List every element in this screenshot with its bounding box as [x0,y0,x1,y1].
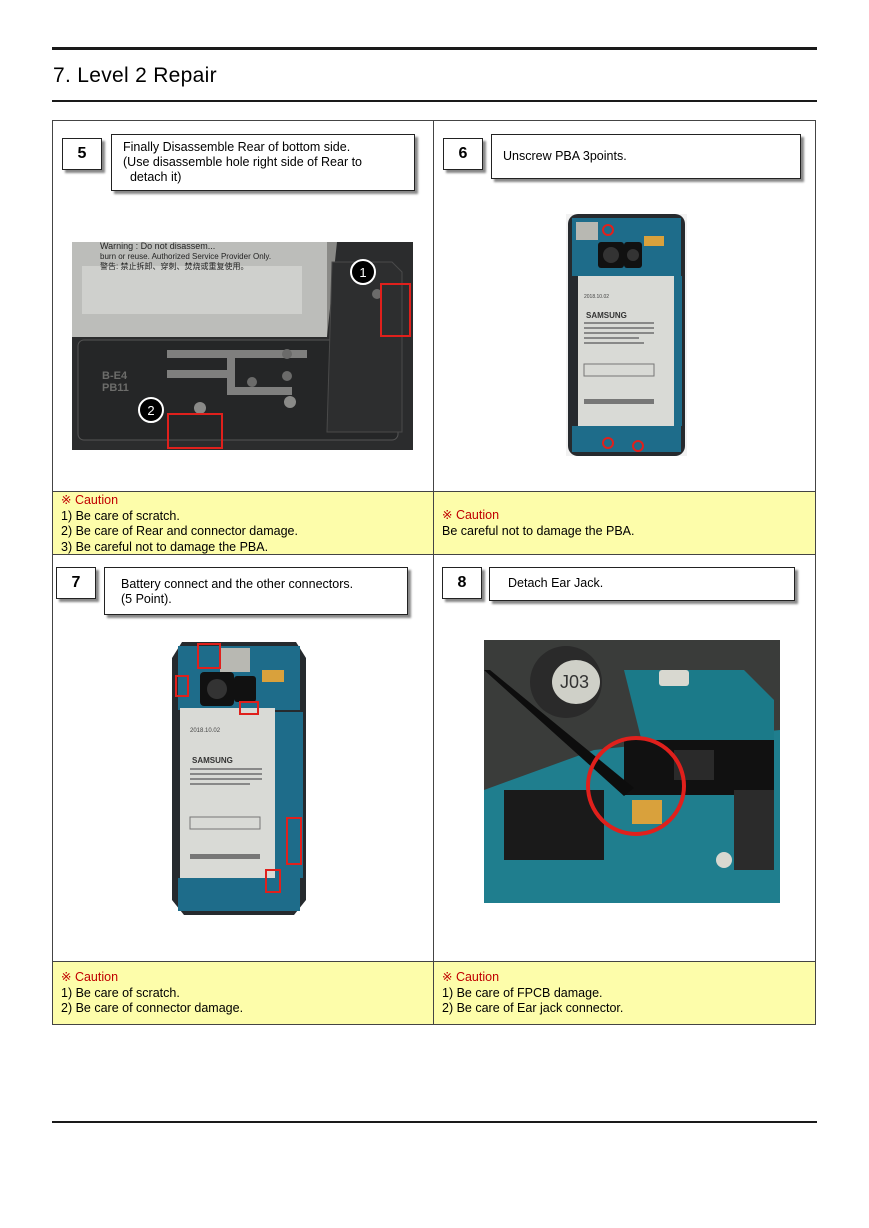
photo-label-text: B-E4 [102,370,128,382]
step-8-photo: J03 [484,640,780,903]
table-row-divider-1 [52,491,816,492]
photo-warning-text: Warning : Do not disassem... [100,242,215,251]
caution-line: 1) Be care of scratch. [61,508,180,523]
instruction-line: Detach Ear Jack. [508,576,604,590]
instruction-line: detach it) [123,170,182,184]
caution-line: 2) Be care of Ear jack connector. [442,1001,624,1015]
svg-text:2018.10.02: 2018.10.02 [190,728,221,734]
callout-1-marker: 1 [359,265,366,280]
caution-line: 1) Be care of scratch. [61,985,180,1000]
step-7-photo: 2018.10.02 SAMSUNG [170,642,308,915]
caution-title: ※ Caution [61,493,119,507]
repair-steps-table [52,120,816,1025]
step-number-8: 8 [442,567,482,599]
step-6-instruction: Unscrew PBA 3points. [491,134,801,179]
step-7-instruction: Battery connect and the other connectors… [104,567,408,615]
callout-2-marker: 2 [147,403,154,418]
footer-rule [52,1121,817,1123]
photo-warning-text: 警告: 禁止拆卸、穿刺、焚烧或重复使用。 [100,261,248,271]
top-rule [52,47,817,50]
instruction-line: (Use disassemble hole right side of Rear… [123,155,363,169]
battery-brand-text: SAMSUNG [192,756,233,765]
step-number-7: 7 [56,567,96,599]
caution-title: ※ Caution [442,970,500,984]
instruction-line: Battery connect and the other connectors… [121,577,354,591]
caution-step-7: ※ Caution 1) Be care of scratch. 2) Be c… [53,962,433,1024]
instruction-line: (5 Point). [121,592,172,606]
photo-label-text: PB11 [102,382,129,394]
caution-title: ※ Caution [442,508,500,522]
caution-line: 2) Be care of connector damage. [61,1001,244,1015]
instruction-line: Unscrew PBA 3points. [503,149,627,163]
step-6-photo: 2018.10.02 SAMSUNG [566,214,687,456]
caution-line: Be careful not to damage the PBA. [442,523,635,538]
heading-underline [52,100,817,102]
step-5-instruction: Finally Disassemble Rear of bottom side.… [111,134,415,191]
caution-title: ※ Caution [61,970,119,984]
table-row-divider-2 [52,554,816,555]
instruction-line: Finally Disassemble Rear of bottom side. [123,140,351,154]
svg-text:2018.10.02: 2018.10.02 [584,294,609,300]
caution-line: 2) Be care of Rear and connector damage. [61,524,298,538]
step-number-5: 5 [62,138,102,170]
caution-step-5: ※ Caution 1) Be care of scratch. 2) Be c… [53,492,433,554]
caution-step-6: ※ Caution Be careful not to damage the P… [434,492,815,554]
caution-line: 3) Be careful not to damage the PBA. [61,539,269,554]
caution-line: 1) Be care of FPCB damage. [442,985,603,1000]
photo-warning-text: burn or reuse. Authorized Service Provid… [100,252,271,261]
step-number-6: 6 [443,138,483,170]
chip-label-text: J03 [560,672,589,692]
step-5-photo: Warning : Do not disassem... burn or reu… [72,242,413,450]
table-row-divider-3 [52,961,816,962]
battery-brand-text: SAMSUNG [586,311,627,320]
table-column-divider [433,120,434,1025]
step-8-instruction: Detach Ear Jack. [489,567,795,601]
page-title: 7. Level 2 Repair [53,64,217,87]
caution-step-8: ※ Caution 1) Be care of FPCB damage. 2) … [434,962,815,1024]
